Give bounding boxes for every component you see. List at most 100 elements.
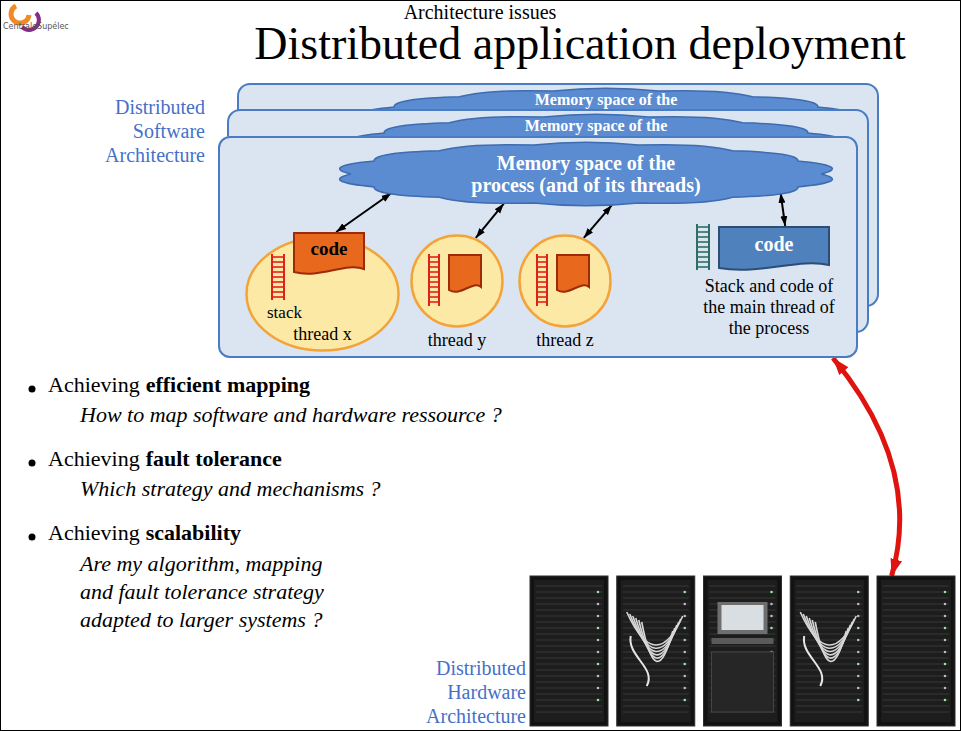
cable [812, 620, 848, 658]
logo-text: CentraleSupélec [3, 22, 69, 32]
rack-door [708, 580, 778, 722]
rack-led [770, 615, 773, 618]
rack-unit [536, 604, 602, 605]
stack-rung [537, 301, 547, 303]
rack-led [770, 603, 773, 606]
cable [804, 636, 822, 686]
rack-led [683, 615, 686, 618]
stack-rung [697, 256, 709, 258]
stack-rung [697, 261, 709, 263]
stack-rung [537, 256, 547, 258]
hardware-heading: Distributed Hardware Architecture [412, 656, 526, 728]
rack-door [621, 580, 691, 722]
stack-rung [537, 271, 547, 273]
thread-circle: thread z [518, 234, 612, 328]
stack-rung [429, 256, 439, 258]
rack-unit [883, 598, 949, 599]
rack-led [683, 651, 686, 654]
stack-rung [697, 236, 709, 238]
rack-led [597, 663, 600, 666]
stack-rung [429, 276, 439, 278]
rack-led [857, 675, 860, 678]
rack-body [877, 576, 955, 726]
rack-unit [710, 598, 776, 599]
thread-circle: thread y [410, 234, 504, 328]
stack-rung [429, 271, 439, 273]
rack-led [683, 687, 686, 690]
bullet-keyword: fault tolerance [146, 446, 282, 471]
rack-unit [883, 670, 949, 671]
back-cloud-text: Memory space of the [486, 117, 706, 135]
rack-unit [796, 604, 862, 605]
rack-unit [536, 652, 602, 653]
monitor-frame [718, 602, 768, 634]
rack-unit [883, 688, 949, 689]
memory-cloud: Memory space of the process (and of its … [330, 140, 842, 208]
rack-led [597, 615, 600, 618]
rack-door [881, 580, 951, 722]
stack-rung [697, 266, 709, 268]
rack-unit [796, 610, 862, 611]
rack-unit [623, 694, 689, 695]
bullet-row: Achievingefficient mapping [48, 372, 310, 398]
rack-unit [536, 682, 602, 683]
stack-rung [697, 226, 709, 228]
rack-body [617, 576, 695, 726]
memory-access-arrow [476, 204, 504, 238]
stack-rung [272, 286, 284, 288]
rack-unit [883, 706, 949, 707]
stack-rung [272, 261, 284, 263]
rack-unit [536, 712, 602, 713]
rack-unit [623, 664, 689, 665]
rack-unit [796, 688, 862, 689]
process-panel-fill [218, 136, 858, 358]
rack-unit [536, 694, 602, 695]
bullet-keyword: scalability [146, 520, 241, 545]
rack-led [597, 639, 600, 642]
rack-unit [623, 670, 689, 671]
rack-unit [536, 688, 602, 689]
rack-led [857, 699, 860, 702]
rack-unit [536, 634, 602, 635]
rack-led [944, 639, 947, 642]
rack-led [857, 627, 860, 630]
memory-access-arrow [781, 193, 786, 226]
stack-rung [697, 241, 709, 243]
rack-led [770, 591, 773, 594]
keyboard-shelf [712, 638, 774, 644]
rack-unit [883, 658, 949, 659]
server-rack [617, 576, 695, 726]
stack-rung [429, 291, 439, 293]
rack-unit [536, 700, 602, 701]
cable [630, 636, 648, 686]
logo-arc [11, 6, 29, 23]
bullet-lead: Achieving [48, 372, 140, 397]
rack-led [597, 651, 600, 654]
rack-led [683, 675, 686, 678]
stack-rung [429, 296, 439, 298]
rack-unit [710, 586, 776, 587]
stack-rung [537, 276, 547, 278]
stack-icon [537, 254, 547, 306]
rack-unit [796, 598, 862, 599]
rack-door [534, 580, 604, 722]
rack-led [944, 663, 947, 666]
rack-unit [883, 694, 949, 695]
bullet-keyword: efficient mapping [146, 372, 310, 397]
circle-outline [518, 234, 612, 328]
rack-unit [623, 634, 689, 635]
server-rack [877, 576, 955, 726]
rack-unit [536, 628, 602, 629]
rack-unit [623, 592, 689, 593]
rack-unit [883, 652, 949, 653]
bullet-dot [29, 534, 36, 541]
stack-rung [272, 296, 284, 298]
stack-rung [537, 281, 547, 283]
memory-access-arrow [336, 193, 391, 232]
rack-unit [883, 622, 949, 623]
stack-icon [272, 254, 284, 300]
rack-led [944, 615, 947, 618]
rack-unit [623, 628, 689, 629]
rack-unit [536, 640, 602, 641]
rack-unit [623, 688, 689, 689]
